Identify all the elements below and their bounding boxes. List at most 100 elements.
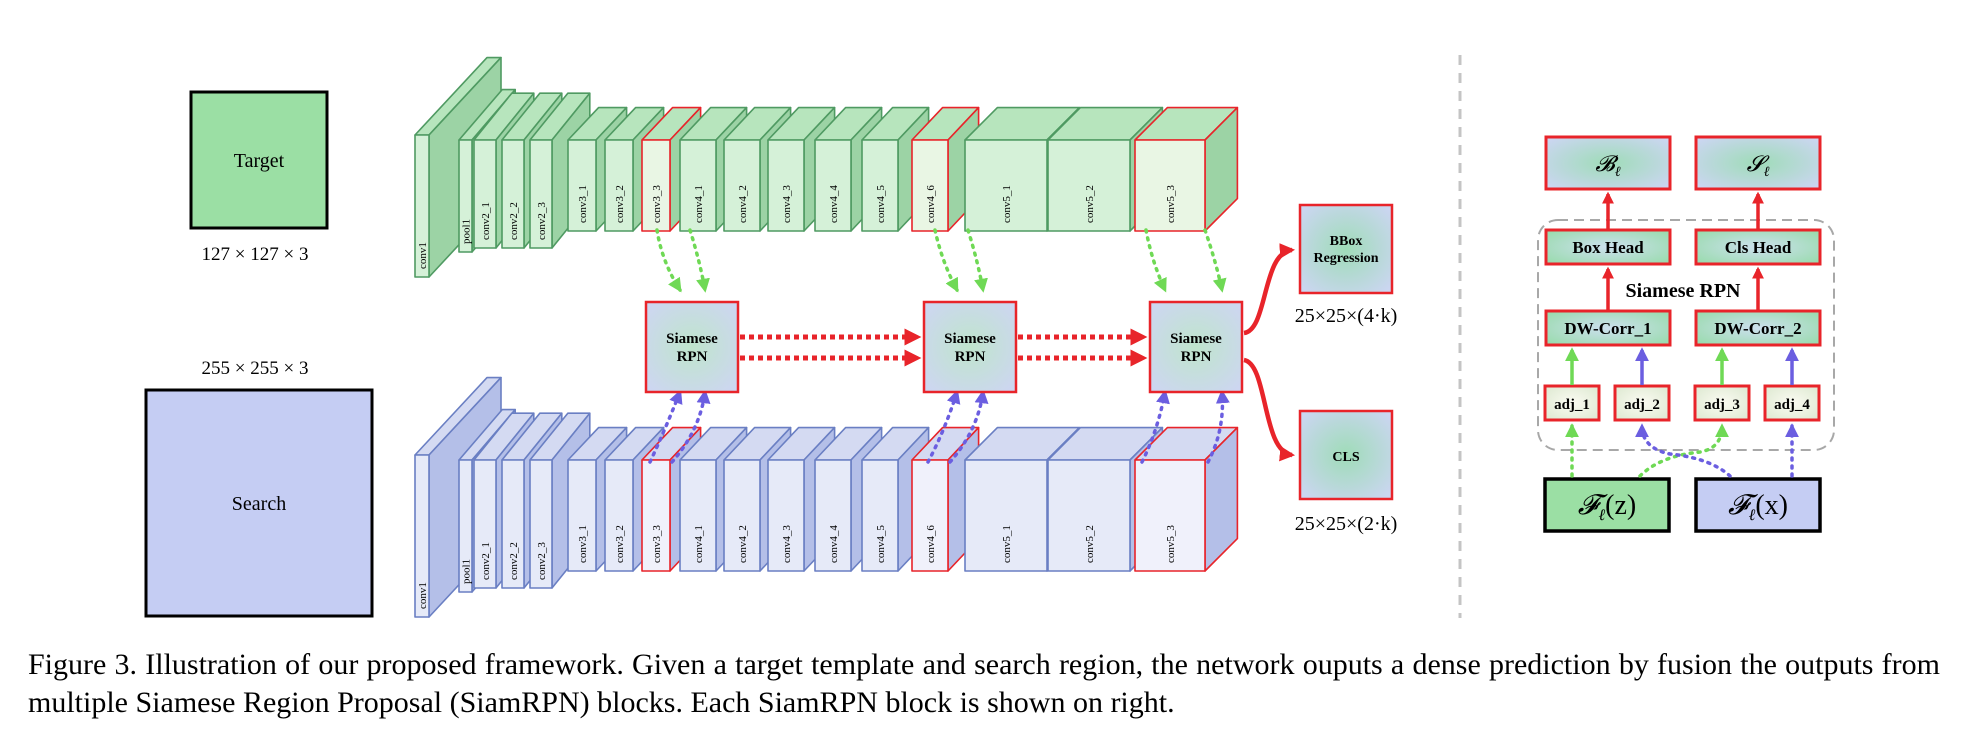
search-layer-label: conv4_4	[828, 525, 840, 563]
template-layer-label: conv5_1	[1001, 185, 1013, 223]
bbox-label-2: Regression	[1313, 251, 1378, 266]
search-layer-label: pool1	[461, 559, 473, 584]
framework-diagram: Target 127 × 127 × 3 255 × 255 × 3 Searc…	[144, 55, 1835, 618]
search-layer-label: conv2_3	[536, 542, 548, 580]
search-layer-label: conv4_5	[875, 525, 887, 563]
s-output-box	[1694, 135, 1822, 191]
figure-caption: Figure 3. Illustration of our proposed f…	[28, 648, 1940, 719]
template-layer-label: conv2_3	[536, 202, 548, 240]
rpn-block-1: Siamese RPN	[644, 300, 740, 394]
adj-4-box	[1763, 384, 1821, 422]
green-arrow	[966, 228, 988, 293]
template-layer-label: conv4_3	[781, 185, 793, 223]
rpn-block-label-2: RPN	[677, 349, 708, 365]
b-output-box	[1544, 135, 1672, 191]
template-layer-label: conv5_2	[1084, 185, 1096, 223]
search-layer-label: conv5_2	[1084, 525, 1096, 563]
cls-dims: 25×25×(2·k)	[1295, 513, 1398, 535]
search-layer-label: conv4_3	[781, 525, 793, 563]
target-label: Target	[234, 150, 285, 172]
template-layer-label: conv3_3	[651, 185, 663, 223]
bbox-arrow	[1243, 243, 1296, 336]
green-arrow	[688, 228, 710, 293]
search-layer-label: conv2_2	[508, 542, 520, 580]
cls-label: CLS	[1332, 450, 1359, 465]
search-layer-label: conv3_1	[577, 525, 589, 563]
target-input	[189, 90, 329, 230]
bbox-regression-output: BBox Regression	[1298, 203, 1394, 295]
green-arrow	[933, 228, 959, 293]
cls-head-label: Cls Head	[1725, 238, 1792, 257]
adj-3-box	[1693, 384, 1751, 422]
green-arrow	[1144, 228, 1167, 293]
search-layer-label: conv3_3	[651, 525, 663, 563]
search-layer-label: conv3_2	[614, 525, 626, 563]
template-layer-label: conv4_1	[693, 185, 705, 223]
template-feature-arrows	[655, 228, 1227, 293]
dw-corr-2-label: DW-Corr_2	[1714, 319, 1801, 338]
search-backbone: conv1 pool1 conv2_1 conv2_2 conv2_3 conv3_1 co…	[414, 376, 1239, 618]
rpn-block-label-2: RPN	[1181, 349, 1212, 365]
cls-arrow	[1243, 357, 1296, 462]
feature-x-label: 𝓕ℓ(x)	[1728, 490, 1788, 524]
target-dims: 127 × 127 × 3	[202, 244, 309, 265]
cls-output: CLS	[1298, 409, 1394, 501]
feature-x-box	[1694, 477, 1822, 533]
template-layer-label: conv1	[417, 242, 429, 269]
adj-3-label: adj_3	[1704, 397, 1740, 413]
dw-corr-1-box	[1544, 309, 1672, 347]
rpn-detail-frame	[1537, 219, 1835, 451]
rpn-block-3: Siamese RPN	[1148, 300, 1244, 394]
box-head-label: Box Head	[1572, 238, 1644, 257]
template-layer-label: conv4_2	[737, 185, 749, 223]
box-head-box	[1544, 228, 1672, 266]
rpn-block-label-1: Siamese	[666, 331, 718, 347]
search-layer-label: conv4_6	[925, 525, 937, 563]
adj-2-box	[1613, 384, 1671, 422]
output-arrows	[1243, 243, 1296, 462]
search-layer-label: conv4_1	[693, 525, 705, 563]
adj-1-label: adj_1	[1554, 397, 1590, 413]
green-arrow	[655, 228, 682, 293]
search-layer-label: conv2_1	[480, 542, 492, 580]
bbox-dims: 25×25×(4·k)	[1295, 305, 1398, 327]
rpn-detail-title: Siamese RPN	[1626, 280, 1742, 302]
template-layer-conv5-3: conv5_3	[1134, 106, 1239, 232]
green-arrow	[1203, 228, 1227, 293]
search-feature-arrows	[648, 389, 1230, 464]
rpn-block-label-2: RPN	[955, 349, 986, 365]
rpn-block-2: Siamese RPN	[922, 300, 1018, 394]
template-layer-label: conv5_3	[1165, 185, 1177, 223]
rpn-block-label-1: Siamese	[1170, 331, 1222, 347]
z-to-adj-3-arrow	[1638, 423, 1729, 478]
search-layer-label: conv5_1	[1001, 525, 1013, 563]
purple-arrow	[1140, 389, 1170, 464]
purple-arrow	[948, 389, 989, 464]
template-layer-label: conv3_1	[577, 185, 589, 223]
x-to-adj-2-arrow	[1635, 423, 1732, 478]
fusion-arrows	[740, 328, 1148, 367]
feature-z-label: 𝓕ℓ(z)	[1578, 490, 1636, 524]
search-layer-label: conv4_2	[737, 525, 749, 563]
adj-2-label: adj_2	[1624, 397, 1660, 413]
dw-corr-2-box	[1694, 309, 1822, 347]
rpn-detail: 𝓑ℓ 𝓢ℓ Box Head Cls Head Siamese RPN DW-C…	[1537, 135, 1835, 533]
rpn-block-label-1: Siamese	[944, 331, 996, 347]
search-layer-label: conv5_3	[1165, 525, 1177, 563]
purple-arrow	[926, 389, 961, 464]
cls-head-box	[1694, 228, 1822, 266]
template-layer-label: conv3_2	[614, 185, 626, 223]
template-layer-label: conv4_5	[875, 185, 887, 223]
feature-z-box	[1543, 477, 1671, 533]
template-layer-label: conv2_1	[480, 202, 492, 240]
bbox-label-1: BBox	[1330, 234, 1363, 249]
adj-4-label: adj_4	[1774, 397, 1810, 413]
template-layer-label: conv4_4	[828, 185, 840, 223]
template-layer-label: conv4_6	[925, 185, 937, 223]
search-label: Search	[232, 493, 286, 515]
template-layer-label: conv2_2	[508, 202, 520, 240]
search-layer-label: conv1	[417, 582, 429, 609]
search-dims: 255 × 255 × 3	[202, 358, 309, 379]
purple-arrow	[648, 389, 683, 464]
